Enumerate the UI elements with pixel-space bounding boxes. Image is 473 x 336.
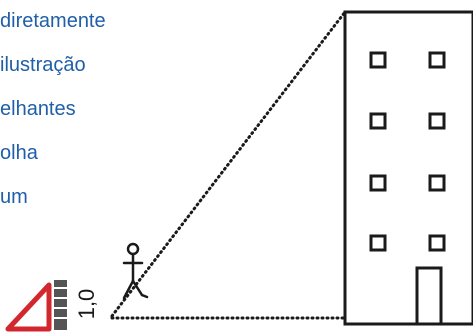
window	[428, 112, 446, 130]
window	[369, 112, 387, 130]
text-line-5: um	[0, 186, 28, 208]
person-foot	[140, 293, 149, 299]
person-head	[126, 242, 140, 256]
window	[428, 174, 446, 192]
building-windows	[369, 51, 446, 252]
ruler-ticks	[54, 287, 67, 319]
building-outline	[343, 10, 473, 326]
stick-label: 1,0	[74, 289, 99, 320]
text-line-2: ilustração	[0, 54, 86, 76]
sight-line	[110, 10, 347, 318]
person-figure	[122, 242, 149, 300]
text-line-3: elhantes	[0, 98, 76, 120]
window	[428, 234, 446, 252]
text-line-4: olha	[0, 142, 38, 164]
red-triangle	[5, 282, 52, 332]
window	[428, 51, 446, 69]
building	[343, 10, 473, 326]
window	[369, 234, 387, 252]
person-leg	[122, 279, 135, 300]
building-door	[415, 266, 443, 326]
window	[369, 174, 387, 192]
window	[369, 51, 387, 69]
text-line-1: diretamente	[0, 10, 106, 32]
person-leg	[131, 279, 144, 297]
measuring-stick	[54, 280, 67, 330]
